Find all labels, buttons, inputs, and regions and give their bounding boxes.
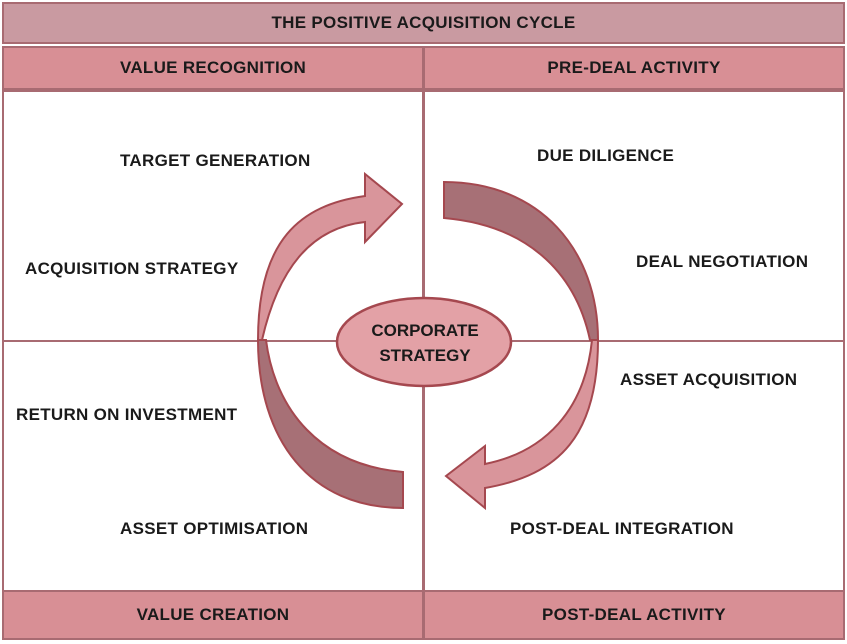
- label-asset-optimisation: ASSET OPTIMISATION: [120, 519, 309, 538]
- center-label: CORPORATE STRATEGY: [340, 318, 510, 368]
- diagram-title-bar: THE POSITIVE ACQUISITION CYCLE: [2, 2, 845, 44]
- arrow-top-left: [256, 171, 404, 341]
- label-target-generation: TARGET GENERATION: [120, 151, 311, 170]
- header-label: PRE-DEAL ACTIVITY: [547, 58, 721, 77]
- diagram-title: THE POSITIVE ACQUISITION CYCLE: [271, 13, 576, 32]
- header-value-recognition: VALUE RECOGNITION: [2, 46, 424, 90]
- header-label: VALUE RECOGNITION: [119, 58, 307, 77]
- footer-label: POST-DEAL ACTIVITY: [542, 605, 726, 624]
- center-label-line1: CORPORATE: [371, 321, 479, 340]
- label-due-diligence: DUE DILIGENCE: [537, 146, 675, 165]
- label-post-deal-integration: POST-DEAL INTEGRATION: [510, 519, 734, 538]
- arrow-bottom-right: [444, 339, 600, 511]
- label-return-on-investment: RETURN ON INVESTMENT: [16, 405, 238, 424]
- header-pre-deal-activity: PRE-DEAL ACTIVITY: [423, 46, 845, 90]
- center-label-line2: STRATEGY: [379, 346, 471, 365]
- label-acquisition-strategy: ACQUISITION STRATEGY: [25, 259, 239, 278]
- center-ellipse: [335, 296, 513, 388]
- arrow-bottom-left: [256, 339, 404, 510]
- footer-label: VALUE CREATION: [136, 605, 290, 624]
- label-asset-acquisition: ASSET ACQUISITION: [620, 370, 798, 389]
- label-deal-negotiation: DEAL NEGOTIATION: [636, 252, 809, 271]
- footer-post-deal-activity: POST-DEAL ACTIVITY: [423, 590, 845, 640]
